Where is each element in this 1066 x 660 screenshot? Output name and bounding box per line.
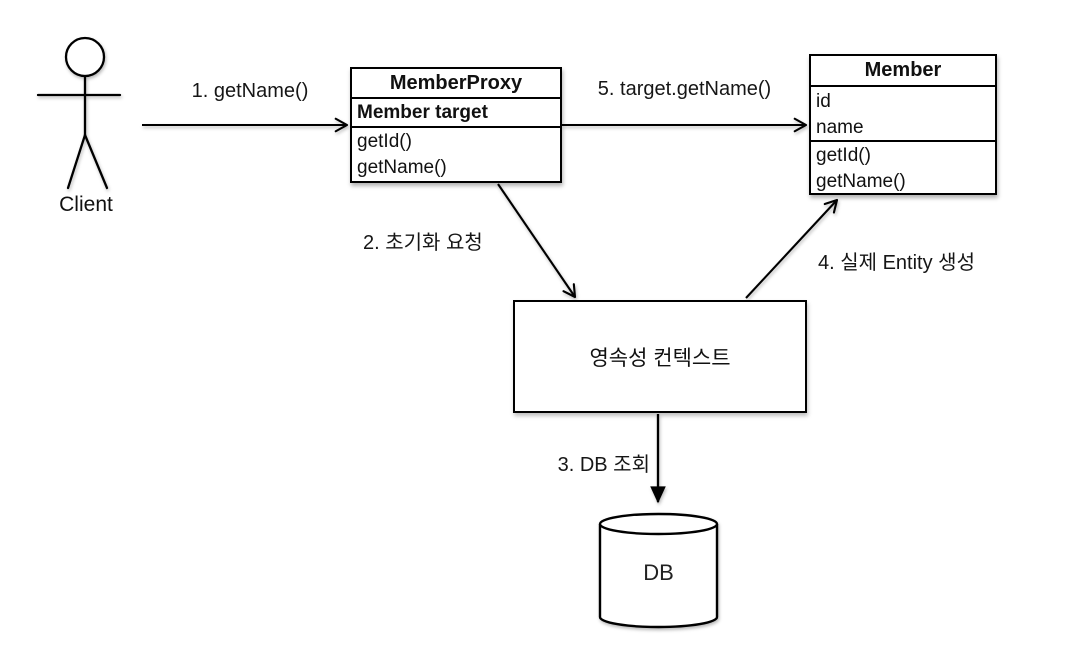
database-cylinder-icon [598, 512, 719, 629]
class-title: MemberProxy [352, 69, 560, 99]
arrow-1-label: 1. getName() [191, 80, 309, 102]
class-box-member-proxy: MemberProxy Member target getId() getNam… [350, 67, 562, 183]
arrow-4-create-entity [745, 198, 839, 299]
persistence-context-label: 영속성 컨텍스트 [589, 346, 731, 370]
class-title: Member [811, 56, 995, 87]
db-label: DB [643, 560, 674, 585]
class-attribute: Member target [352, 99, 560, 128]
persistence-context-box: 영속성 컨텍스트 [513, 300, 807, 413]
actor-icon [36, 36, 122, 190]
class-attributes: id name [811, 87, 995, 142]
arrow-2-init-request [497, 183, 577, 299]
class-attribute: id [816, 91, 831, 112]
class-method: getName() [816, 171, 906, 192]
class-methods: getId() getName() [811, 142, 995, 195]
class-methods: getId() getName() [352, 128, 560, 181]
arrow-5-label: 5. target.getName() [597, 78, 772, 100]
arrow-4-label: 4. 실제 Entity 생성 [818, 252, 975, 274]
class-box-member: Member id name getId() getName() [809, 54, 997, 195]
class-method: getName() [357, 157, 447, 178]
class-method: getId() [357, 131, 412, 152]
class-method: getId() [816, 145, 871, 166]
arrow-2-label: 2. 초기화 요청 [363, 232, 483, 254]
class-attribute: name [816, 117, 864, 138]
actor-label: Client [59, 193, 113, 216]
arrow-3-label: 3. DB 조회 [557, 454, 650, 476]
